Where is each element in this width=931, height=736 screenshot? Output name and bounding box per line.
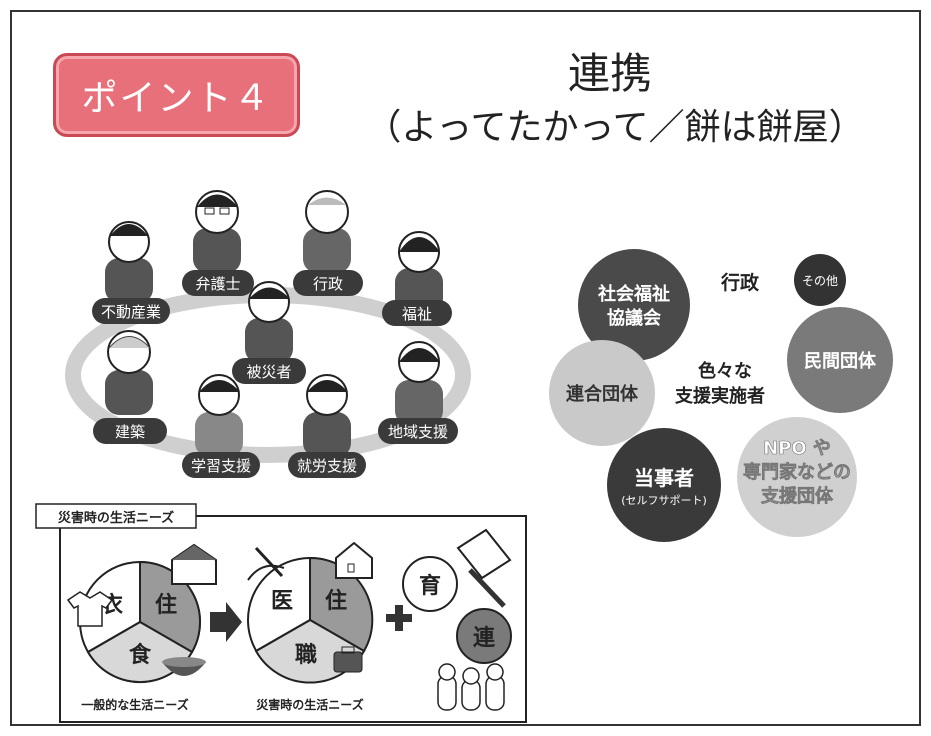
svg-text:民間団体: 民間団体 [804,350,877,372]
svg-text:不動産業: 不動産業 [101,303,161,321]
person-kenchiku-icon [105,330,153,415]
disaster-needs-pie: 医 住 職 [247,556,374,684]
general-needs-pie: 衣 住 食 [79,560,202,684]
role-label-gyosei: 行政 [293,270,363,296]
rice-bowl-icon [162,657,206,676]
svg-text:食: 食 [129,642,152,668]
medical-tools-icon [247,546,285,581]
person-gakushu-icon [195,374,243,457]
svg-text:学習支援: 学習支援 [191,457,251,475]
point-badge: ポイント４ [53,53,300,137]
bubble-gyosei: 行政 [720,271,760,294]
bubble-tojisha [607,428,721,542]
person-shuro-icon [303,374,351,457]
svg-text:行政: 行政 [313,275,343,293]
house-outline-icon [335,541,373,579]
bubble-other [794,254,846,306]
slide-title: 連携 [567,49,652,98]
role-label-chiiki: 地域支援 [378,418,458,444]
role-label-shuro: 就労支援 [288,452,366,478]
slide-subtitle: （よってたかって／餅は餅屋） [365,107,865,148]
general-needs-caption: 一般的な生活ニーズ [81,697,188,712]
bubble-minkan [787,307,893,413]
supporters-cluster: 社会福祉 協議会 行政 その他 民間団体 連合団体 色々な 支援実施者 当事者 … [549,249,893,542]
svg-text:専門家などの: 専門家などの [743,461,851,483]
svg-text:医: 医 [271,589,293,614]
svg-text:連: 連 [473,626,496,651]
role-label-gakushu: 学習支援 [182,452,260,478]
bubble-rengo [549,340,655,446]
svg-text:建築: 建築 [115,423,145,441]
center-label-line1: 色々な [698,360,752,382]
svg-text:職: 職 [295,642,317,668]
role-label-hisaisha: 被災者 [232,358,306,384]
role-label-fudousan: 不動産業 [92,298,170,324]
ring-diagram: 不動産業 弁護士 行政 福祉 被災者 建築 学習支援 就労支援 [65,190,471,478]
plus-icon [386,605,412,631]
ren-circle [456,608,512,664]
svg-text:住: 住 [155,592,177,618]
needs-box-title: 災害時の生活ニーズ [58,510,174,526]
bubble-npo [737,417,857,537]
clothes-icon [66,591,114,627]
svg-text:その他: その他 [802,274,838,288]
role-label-bengoshi: 弁護士 [182,270,254,296]
briefcase-icon [333,646,363,673]
svg-text:弁護士: 弁護士 [195,275,240,293]
person-chiiki-icon [395,341,443,425]
house-icon [171,543,217,585]
svg-text:就労支援: 就労支援 [297,457,357,475]
svg-text:社会福祉: 社会福祉 [598,283,670,305]
svg-text:地域支援: 地域支援 [388,423,448,441]
slide-frame [10,10,921,726]
person-bengoshi-icon [193,190,241,273]
arrow-right-icon [210,602,242,642]
disaster-needs-caption: 災害時の生活ニーズ [256,697,363,712]
svg-text:育: 育 [419,573,441,599]
svg-text:支援団体: 支援団体 [760,485,834,507]
needs-box: 災害時の生活ニーズ 衣 住 食 一般的な生活ニーズ [35,503,527,723]
person-fudousan-icon [105,221,153,303]
svg-text:当事者: 当事者 [634,466,694,490]
person-gyosei-icon [303,190,351,273]
svg-text:協議会: 協議会 [607,307,661,329]
center-label-line2: 支援実施者 [674,385,765,407]
svg-text:被災者: 被災者 [246,363,291,381]
svg-text:NPO や: NPO や [763,438,831,459]
person-hisaisha-icon [245,281,293,363]
bubble-shakyo [578,249,690,361]
svg-text:連合団体: 連合団体 [566,383,639,405]
svg-text:(セルフサポート): (セルフサポート) [621,494,707,507]
people-group-icon [437,663,505,711]
role-label-kenchiku: 建築 [93,418,167,444]
iku-circle [402,556,458,612]
pencil-notebook-icon [456,528,512,608]
svg-text:福祉: 福祉 [402,305,432,323]
role-label-fukushi: 福祉 [382,300,452,326]
svg-text:住: 住 [325,588,347,614]
